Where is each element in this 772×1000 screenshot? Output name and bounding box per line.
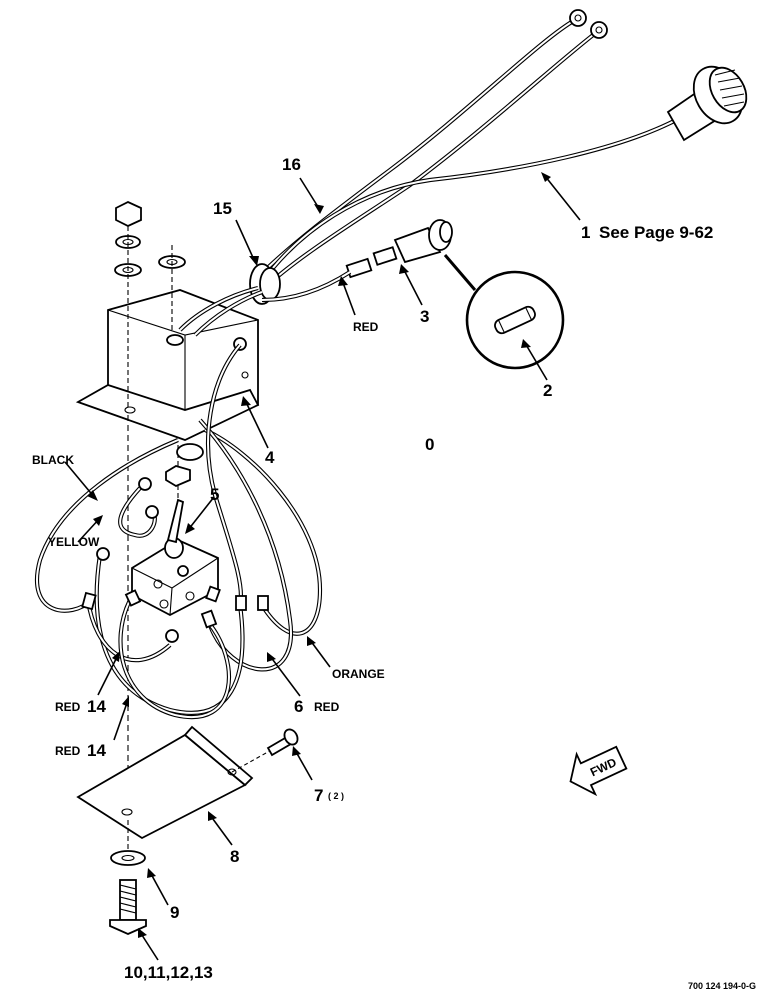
callout-7: 7	[314, 786, 323, 805]
callout-7-qty: ( 2 )	[328, 791, 344, 801]
callout-1: 1	[581, 223, 590, 242]
callout-5: 5	[210, 485, 219, 504]
harness-connector	[666, 65, 748, 142]
toggle-switch	[131, 498, 219, 617]
label-red-top: RED	[353, 320, 379, 334]
leader-lines	[64, 172, 581, 961]
callout-0: 0	[425, 435, 434, 454]
fuse	[494, 305, 536, 335]
callout-9: 9	[170, 903, 179, 922]
label-red-14-upper: RED	[55, 700, 81, 714]
screw	[231, 728, 299, 773]
top-hardware	[114, 201, 204, 820]
callout-14-upper: 14	[87, 697, 106, 716]
label-black: BLACK	[32, 453, 74, 467]
label-red-14-lower: RED	[55, 744, 81, 758]
label-red-6: RED	[314, 700, 340, 714]
fuse-holder	[261, 219, 453, 303]
callout-10-13: 10,11,12,13	[124, 963, 213, 982]
label-orange: ORANGE	[332, 667, 385, 681]
fuse-detail-circle	[443, 254, 565, 370]
callout-6: 6	[294, 697, 303, 716]
ring-terminal	[569, 9, 587, 27]
wire-labels: RED BLACK YELLOW ORANGE RED RED RED	[32, 320, 385, 758]
label-yellow: YELLOW	[48, 535, 100, 549]
callout-3: 3	[420, 307, 429, 326]
callout-14-lower: 14	[87, 741, 106, 760]
bottom-hardware	[109, 820, 147, 935]
ring-terminal	[590, 21, 608, 39]
callout-1-note: See Page 9-62	[599, 223, 713, 242]
callout-15: 15	[213, 199, 232, 218]
forward-arrow-icon: FWD	[569, 745, 628, 797]
mounting-box	[75, 289, 260, 441]
callout-4: 4	[265, 448, 275, 467]
callouts: 16 15 1 See Page 9-62 3 2 0 4 5 6 14 14 …	[87, 155, 713, 982]
callout-2: 2	[543, 381, 552, 400]
callout-16: 16	[282, 155, 301, 174]
callout-8: 8	[230, 847, 239, 866]
wiring-harness	[253, 9, 748, 292]
drawing-number: 700 124 194-0-G	[688, 981, 756, 991]
